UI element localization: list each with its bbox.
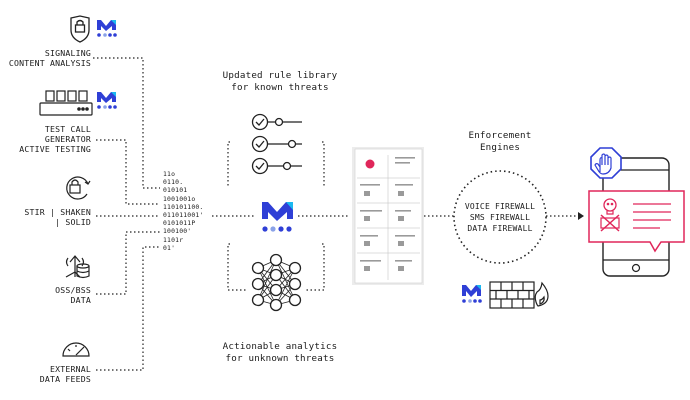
enforcement-engine-circle xyxy=(453,170,547,264)
binary-line: 100100' xyxy=(163,227,192,236)
source-label-external: EXTERNAL DATA FEEDS xyxy=(0,364,91,384)
center-brand-logo-icon xyxy=(262,202,293,232)
binary-line: 010101 xyxy=(163,186,188,195)
binary-line: 1001001o xyxy=(163,194,196,203)
caption-line: for known threats xyxy=(231,82,329,93)
neural-network-icon xyxy=(251,253,302,312)
stop-hand-icon xyxy=(590,147,622,179)
source-label-line: DATA FEEDS xyxy=(39,374,91,384)
binary-line: 0101011P xyxy=(163,219,196,228)
bracket-top-left xyxy=(227,141,230,186)
analytics-caption: Actionable analytics for unknown threats xyxy=(205,341,355,365)
binary-stream: 11o 0110. 010101 1001001o 110101100. 011… xyxy=(163,170,203,252)
threat-report-document xyxy=(352,147,424,285)
firewall-data: DATA FIREWALL xyxy=(467,224,533,233)
binary-line: 011011001' xyxy=(163,211,204,220)
arrow-head-icon xyxy=(578,212,584,220)
padlock-refresh-icon xyxy=(66,176,91,200)
source-connectors xyxy=(93,57,578,371)
binary-line: 11o xyxy=(163,170,176,178)
firewall-brick-icon xyxy=(489,281,549,309)
firewall-voice: VOICE FIREWALL xyxy=(464,202,536,211)
caption-line: Enforcement xyxy=(468,130,532,141)
speedometer-icon xyxy=(62,342,90,357)
caption-line: for unknown threats xyxy=(225,353,335,364)
source-label-test-call: TEST CALL GENERATOR ACTIVE TESTING xyxy=(0,124,91,154)
binary-line: 1101r xyxy=(163,235,184,244)
caption-line: Engines xyxy=(479,142,521,153)
source-label-oss-bss: OSS/BSS DATA xyxy=(0,285,91,305)
connector-signaling xyxy=(93,57,160,189)
source-label-line: DATA xyxy=(70,295,91,305)
connector-external-feeds xyxy=(96,246,160,371)
test-call-device-icon xyxy=(39,90,93,116)
caption-line: Updated rule library xyxy=(222,70,338,81)
binary-line: 0110. xyxy=(163,178,184,187)
bracket-bottom-right xyxy=(306,243,325,291)
source-label-line: EXTERNAL xyxy=(49,364,91,374)
source-label-line: | SOLID xyxy=(55,217,91,227)
binary-line: 01' xyxy=(163,243,176,252)
source-label-line: TEST CALL xyxy=(44,124,91,134)
connector-oss-bss xyxy=(96,231,160,295)
binary-line: 110101100. xyxy=(163,202,204,211)
source-label-signaling: SIGNALING CONTENT ANALYSIS xyxy=(0,48,91,68)
brand-logo-icon xyxy=(462,285,482,303)
source-label-line: ACTIVE TESTING xyxy=(19,144,91,154)
source-label-line: OSS/BSS xyxy=(55,285,91,295)
source-label-line: STIR | SHAKEN xyxy=(24,207,91,217)
connector-test-call xyxy=(96,139,160,205)
source-label-line: CONTENT ANALYSIS xyxy=(8,58,91,68)
source-label-stir-shaken: STIR | SHAKEN | SOLID xyxy=(0,207,91,227)
brand-logo-icon xyxy=(97,20,117,37)
firewall-sms: SMS FIREWALL xyxy=(469,213,531,222)
bracket-top-right xyxy=(322,141,325,186)
bracket-bottom-left xyxy=(227,243,246,291)
caption-line: Actionable analytics xyxy=(222,341,338,352)
malicious-message-bubble xyxy=(588,190,685,253)
rule-library-caption: Updated rule library for known threats xyxy=(205,70,355,94)
rule-library-checklist-icon xyxy=(251,113,302,175)
brand-logo-icon xyxy=(97,92,117,109)
source-label-line: SIGNALING xyxy=(44,48,91,58)
firewall-list: VOICE FIREWALL SMS FIREWALL DATA FIREWAL… xyxy=(455,201,545,234)
lock-shield-icon xyxy=(70,15,90,43)
source-label-line: GENERATOR xyxy=(44,134,91,144)
enforcement-title: Enforcement Engines xyxy=(450,130,550,154)
antenna-database-icon xyxy=(65,255,90,279)
